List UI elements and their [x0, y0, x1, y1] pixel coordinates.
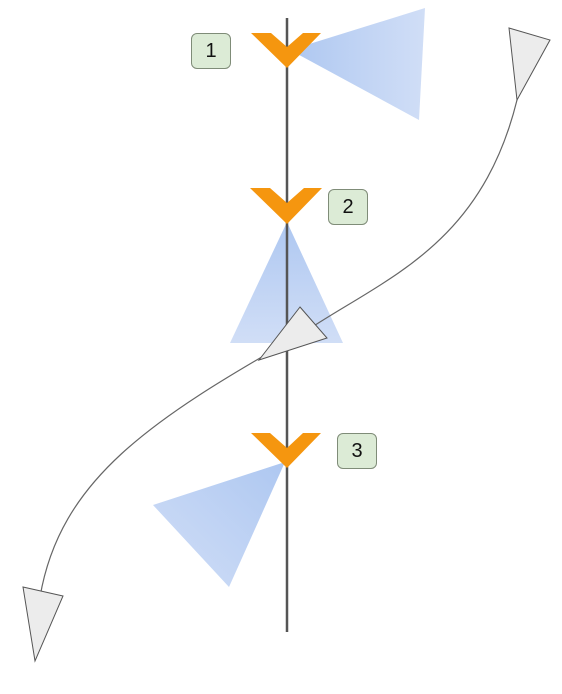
step-badge-1: 1	[191, 33, 231, 69]
path-arrow-middle-icon	[257, 306, 328, 361]
step-badge-2: 2	[328, 189, 368, 225]
field-of-view-1	[290, 8, 425, 120]
path-arrow-top-icon	[508, 27, 551, 102]
step-badge-3: 3	[337, 433, 377, 469]
step-badge-1-label: 1	[205, 39, 217, 62]
path-arrow-bottom-icon	[22, 586, 64, 663]
step-marker-1-icon	[251, 33, 321, 68]
step-badge-2-label: 2	[342, 195, 354, 218]
step-marker-2-icon	[250, 188, 322, 224]
field-of-view-3	[153, 462, 285, 587]
step-badge-3-label: 3	[351, 439, 363, 462]
step-marker-3-icon	[251, 433, 321, 468]
